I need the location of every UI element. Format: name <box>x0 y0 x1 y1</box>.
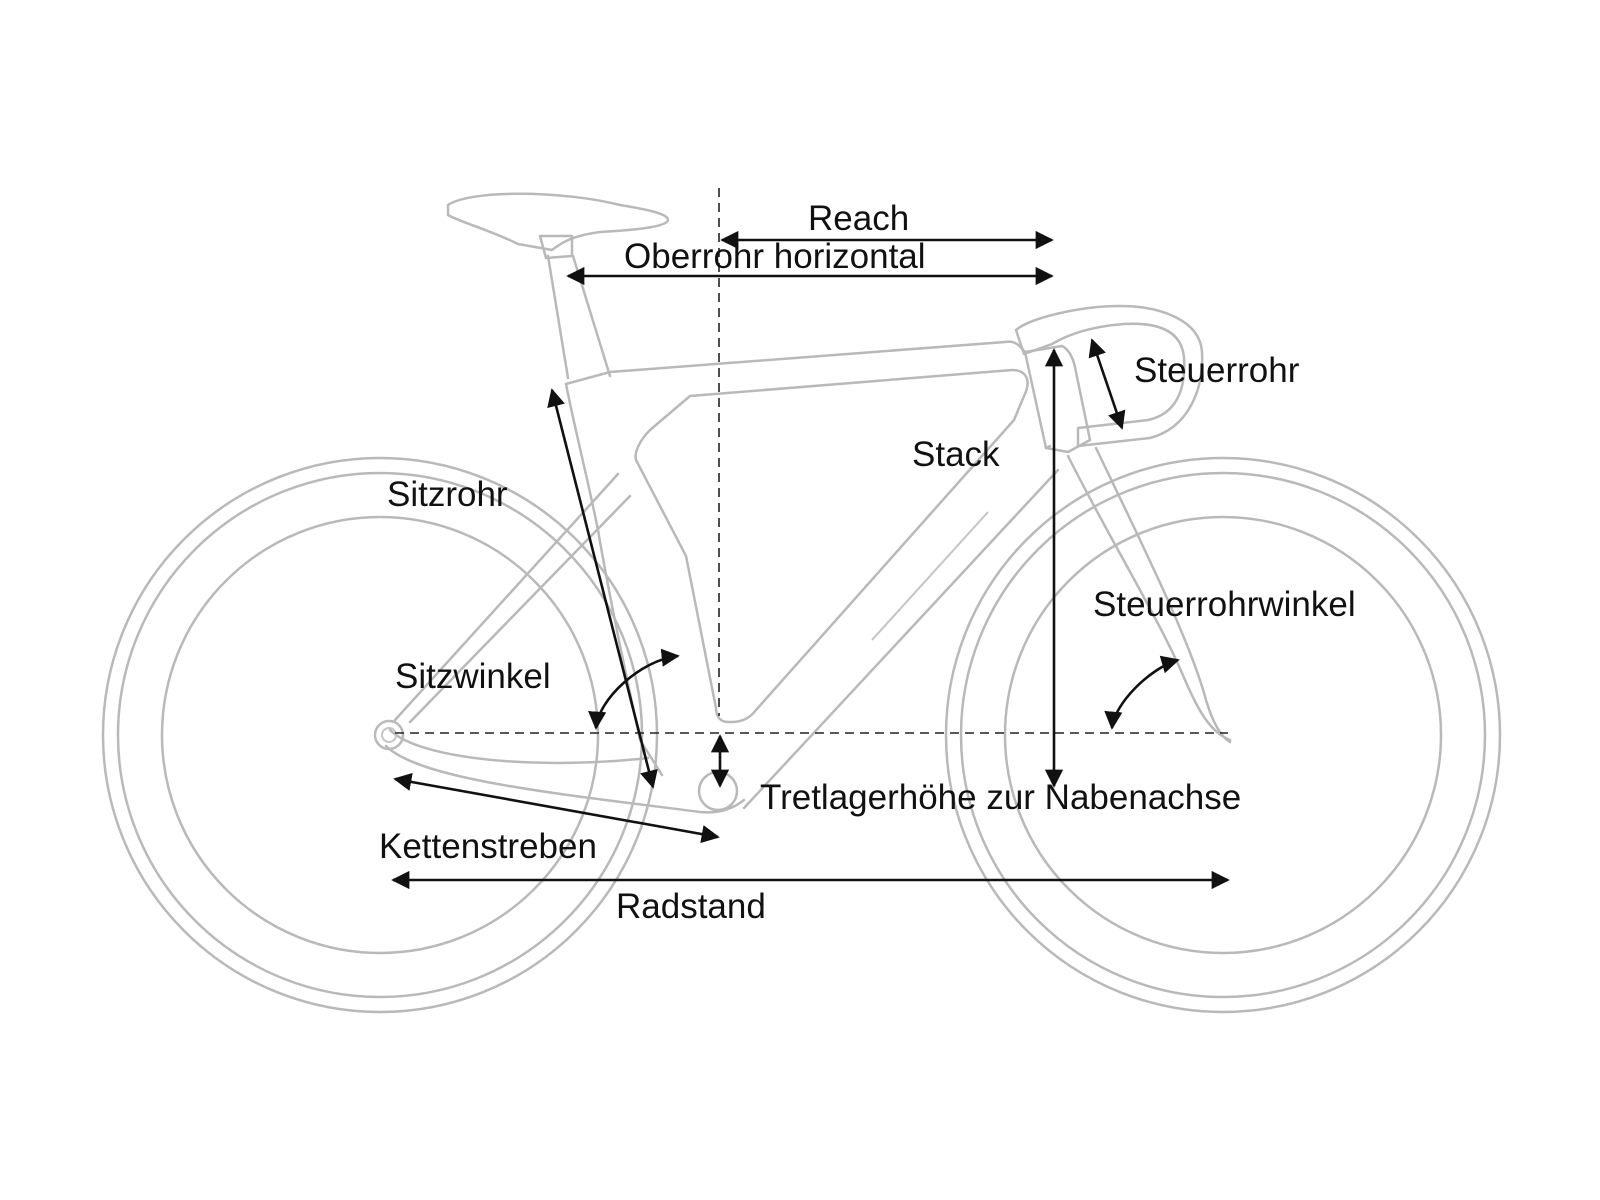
stack-label: Stack <box>912 435 1000 474</box>
top-tube <box>564 340 1027 386</box>
front-wheel <box>944 456 1502 1014</box>
down-tube-detail <box>871 511 989 641</box>
head-tube-angle-label: Steuerrohrwinkel <box>1093 585 1356 624</box>
seat-angle-arc-arrow <box>588 648 680 730</box>
seat-tube-label: Sitzrohr <box>387 475 508 514</box>
seat-angle-label: Sitzwinkel <box>395 657 551 696</box>
wheelbase-label: Radstand <box>616 887 766 926</box>
head-tube-shape <box>1023 344 1092 454</box>
fork <box>1066 446 1232 744</box>
bottom-bracket <box>697 770 739 812</box>
head-tube-angle-arc-arrow <box>1104 655 1180 730</box>
rear-dropout <box>373 719 405 751</box>
head-tube-arrow <box>1088 338 1126 430</box>
seatpost <box>546 254 612 380</box>
top-tube-horizontal-label: Oberrohr horizontal <box>624 237 926 276</box>
saddle <box>446 192 670 252</box>
rear-wheel <box>101 456 659 1014</box>
chainstays-label: Kettenstreben <box>379 827 597 866</box>
head-tube-label: Steuerrohr <box>1134 351 1300 390</box>
down-tube <box>742 444 1060 810</box>
bb-height-label: Tretlagerhöhe zur Nabenachse <box>760 778 1241 817</box>
chainstay-arrow <box>393 772 720 844</box>
handlebar <box>1014 304 1204 448</box>
reach-label: Reach <box>808 199 909 238</box>
seat-tube <box>564 382 664 777</box>
chain-stays <box>384 728 746 814</box>
